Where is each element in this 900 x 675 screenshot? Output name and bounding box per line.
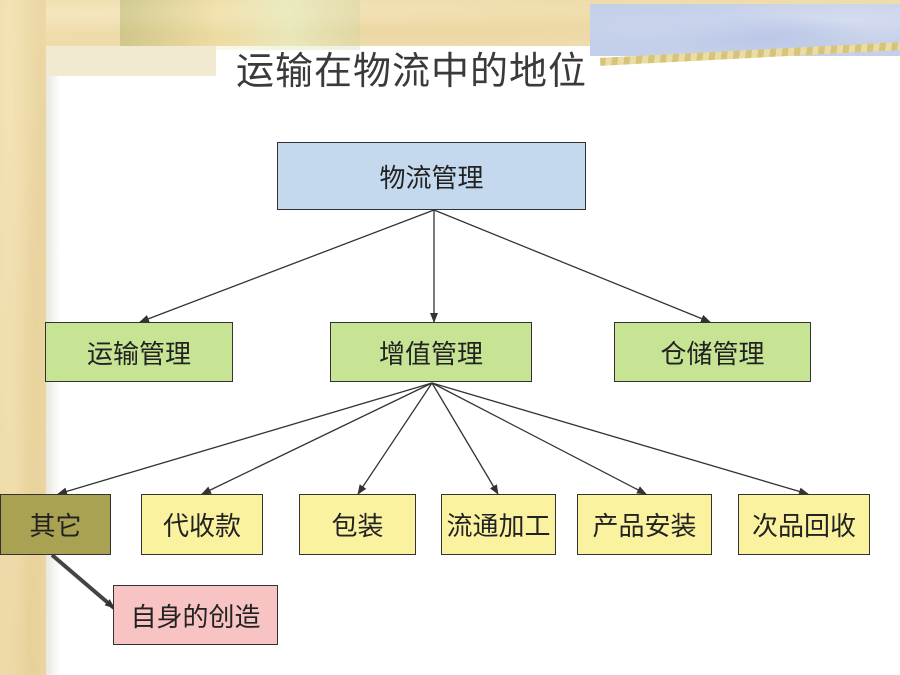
left-decor-strip — [0, 0, 46, 675]
edge-other-self — [50, 553, 116, 610]
node-value-added-management: 增值管理 — [330, 322, 532, 382]
edge-value-processing — [431, 382, 499, 495]
node-collection-on-delivery: 代收款 — [141, 494, 263, 555]
edge-value-cod — [201, 382, 433, 495]
node-self-creation: 自身的创造 — [113, 585, 278, 645]
edge-value-packaging — [357, 382, 433, 495]
node-logistics-management: 物流管理 — [277, 142, 586, 210]
top-flower-decor — [120, 0, 360, 50]
edge-value-installation — [431, 382, 647, 495]
title-shadow — [46, 46, 216, 76]
node-packaging: 包装 — [299, 494, 416, 555]
node-warehouse-management: 仓储管理 — [614, 322, 811, 382]
edge-value-returns — [431, 382, 809, 496]
edge-root-warehouse — [433, 209, 711, 323]
slide-title: 运输在物流中的地位 — [236, 49, 588, 93]
node-defect-recovery: 次品回收 — [738, 494, 870, 555]
edge-root-transport — [139, 209, 435, 323]
node-other: 其它 — [0, 494, 111, 555]
edge-value-other — [57, 382, 433, 496]
node-product-installation: 产品安装 — [577, 494, 712, 555]
node-distribution-processing: 流通加工 — [441, 494, 556, 555]
node-transport-management: 运输管理 — [45, 322, 233, 382]
